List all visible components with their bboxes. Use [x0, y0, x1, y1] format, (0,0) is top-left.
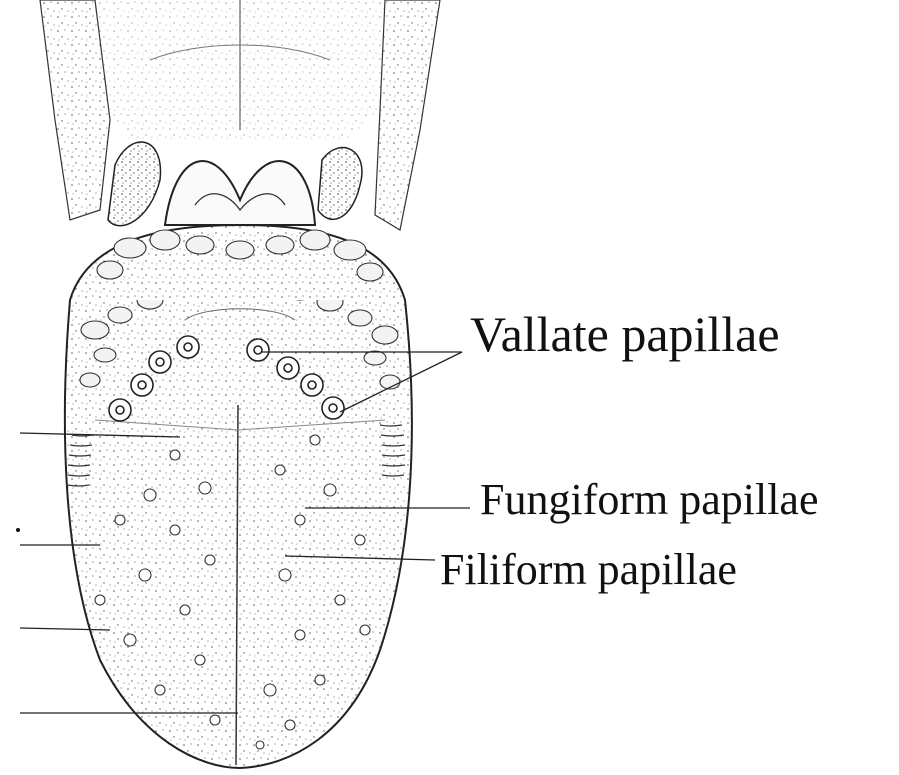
- filiform-papillae-label: Filiform papillae: [440, 544, 737, 595]
- tongue-body: [65, 225, 412, 768]
- epiglottis-region: [108, 142, 362, 226]
- fungiform-papillae-label: Fungiform papillae: [480, 474, 819, 525]
- vallate-papillae-label: Vallate papillae: [470, 305, 780, 363]
- stray-mark: [16, 528, 20, 532]
- pharynx-walls: [40, 0, 440, 230]
